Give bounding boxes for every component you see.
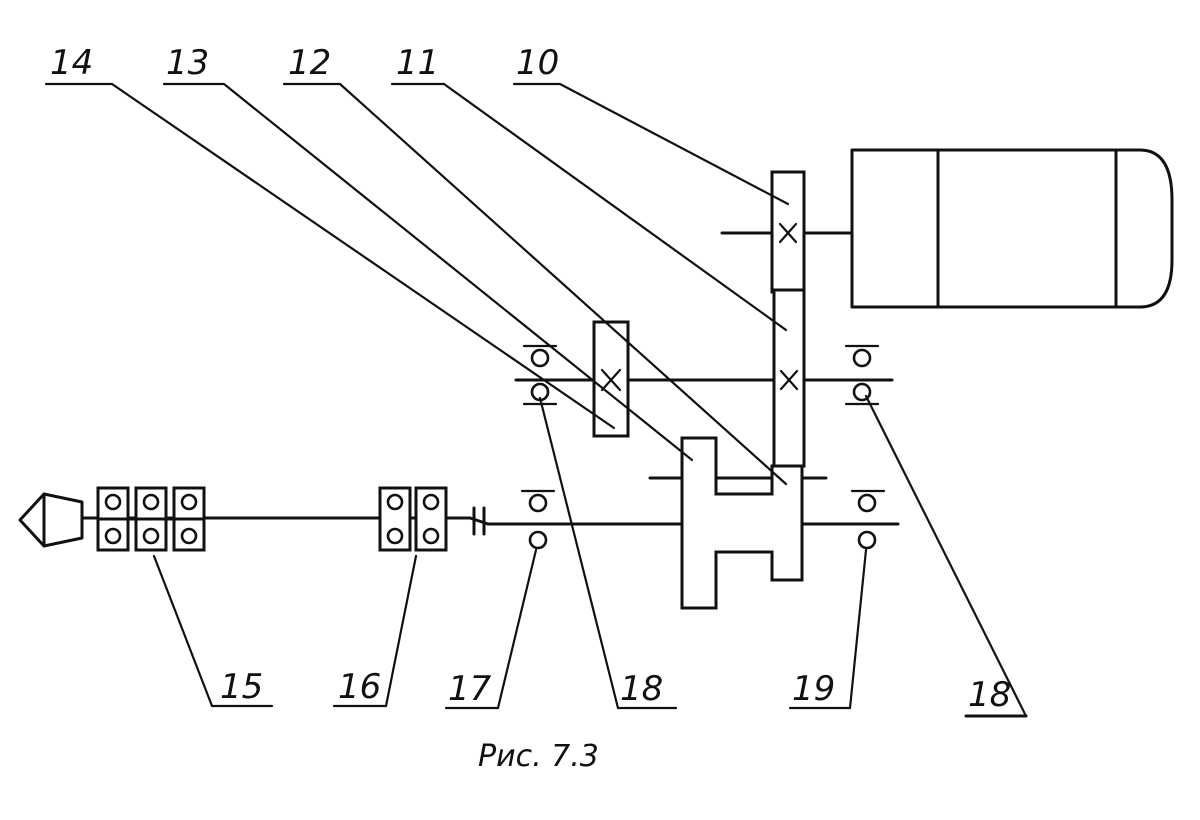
bearing-17 — [520, 489, 556, 550]
leader-lines-bottom — [152, 394, 1028, 718]
gear-14 — [592, 320, 630, 438]
gear-10 — [770, 170, 806, 294]
figure-caption: Рис. 7.3 — [478, 739, 599, 774]
coupling — [468, 506, 490, 536]
bearing-set-15 — [96, 486, 206, 552]
label-18-left: 18 — [620, 669, 663, 709]
bearing-18-right — [844, 344, 880, 406]
part-labels: 14 13 12 11 10 15 16 17 18 19 18 — [50, 43, 1011, 715]
leader-lines-top — [44, 82, 790, 486]
label-14: 14 — [50, 43, 93, 83]
label-19: 19 — [792, 669, 835, 709]
bearing-19 — [850, 489, 886, 550]
electric-motor — [850, 148, 1174, 309]
gear-block-12-13 — [680, 436, 804, 610]
label-11: 11 — [396, 43, 439, 83]
label-13: 13 — [166, 43, 209, 83]
label-12: 12 — [288, 43, 331, 83]
center-tip — [18, 492, 84, 548]
label-15: 15 — [220, 667, 263, 707]
label-10: 10 — [516, 43, 559, 83]
label-18-right: 18 — [968, 675, 1011, 715]
label-17: 17 — [448, 669, 492, 709]
bearing-18-left — [522, 344, 558, 406]
gear-11 — [772, 288, 806, 468]
label-16: 16 — [338, 667, 381, 707]
bearing-set-16 — [378, 486, 448, 552]
